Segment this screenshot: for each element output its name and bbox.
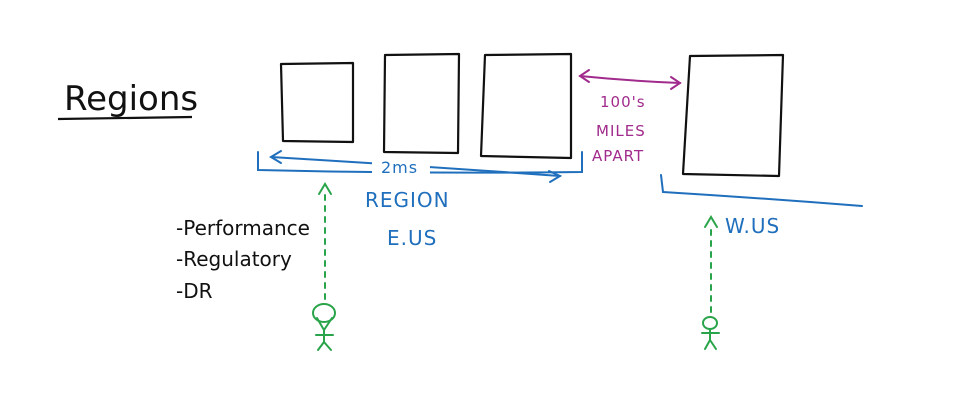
region-west-bracket — [660, 174, 863, 207]
datacenter-east-2 — [382, 52, 461, 155]
region-west-label: W.US — [725, 214, 780, 238]
user-east-arrowhead — [318, 182, 332, 195]
latency-label-bg — [372, 155, 430, 177]
latency-arrowhead-left — [269, 150, 282, 164]
distance-label-line-1: 100's — [600, 93, 646, 111]
datacenter-east-1 — [279, 61, 355, 144]
user-east-icon — [312, 303, 336, 351]
diagram-title: Regions — [64, 79, 198, 119]
region-label: REGION — [365, 188, 450, 212]
bullet-performance: -Performance — [176, 216, 310, 240]
distance-label-line-3: APART — [592, 147, 644, 165]
datacenter-west — [681, 53, 785, 178]
distance-arrow — [579, 75, 681, 84]
region-east-label: E.US — [387, 226, 437, 250]
user-west-arrowhead — [704, 215, 718, 228]
distance-arrowhead-left — [578, 69, 590, 83]
datacenter-east-3 — [479, 52, 573, 160]
user-west-icon — [701, 316, 720, 350]
title-underline — [57, 115, 193, 121]
bullet-regulatory: -Regulatory — [176, 247, 292, 271]
bullet-dr: -DR — [176, 279, 213, 303]
distance-label-line-2: MILES — [596, 122, 646, 140]
distance-arrowhead-right — [670, 76, 682, 90]
latency-label: 2ms — [381, 158, 418, 177]
latency-arrowhead-right — [548, 170, 563, 183]
